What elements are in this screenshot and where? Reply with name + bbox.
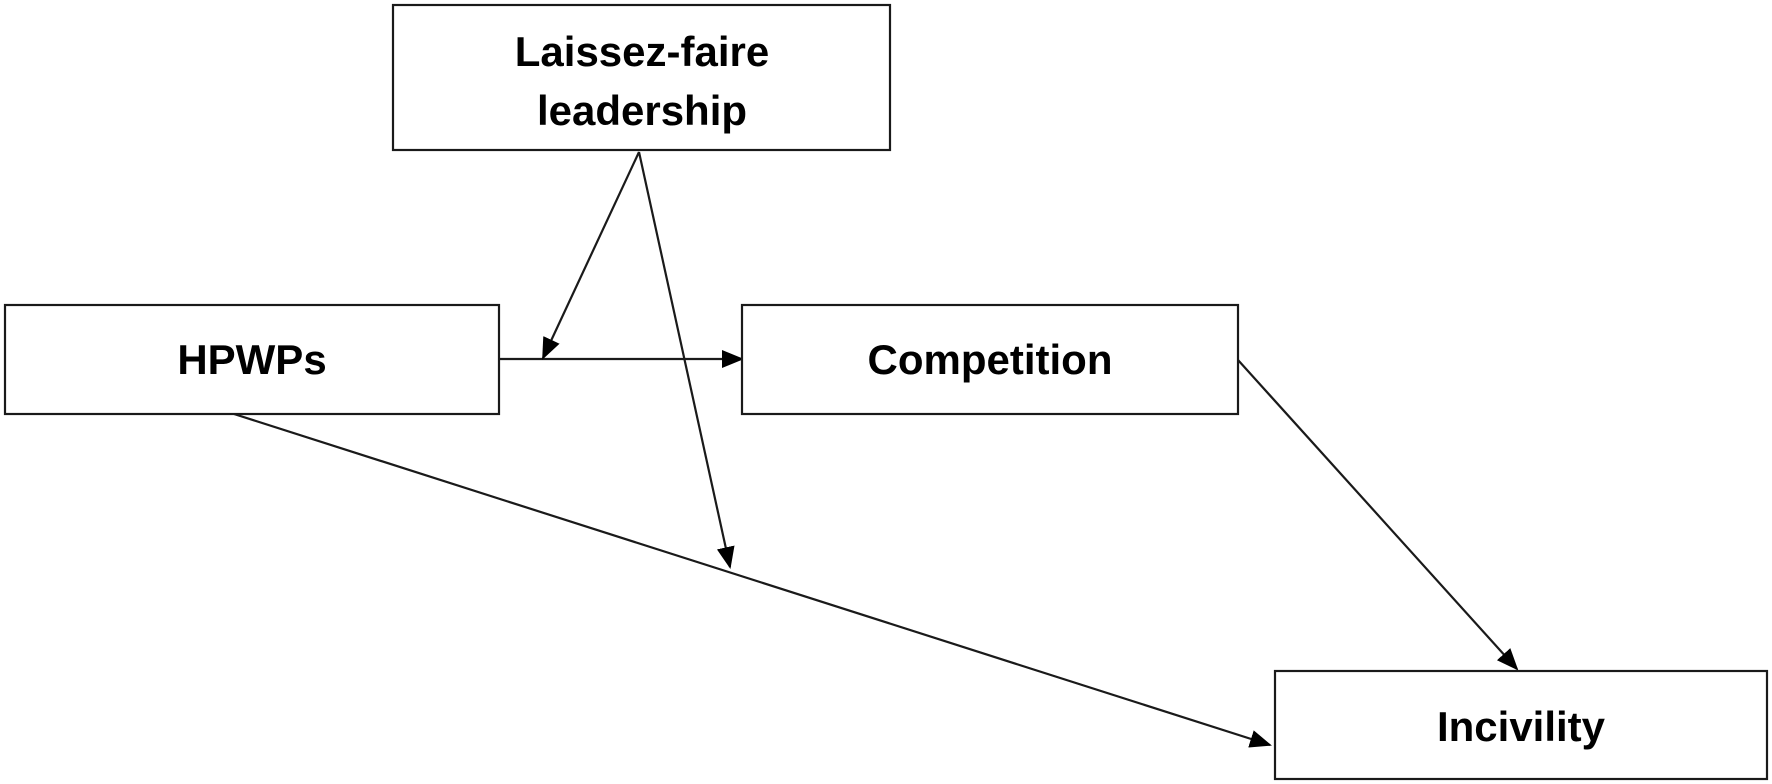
edge-laissez-faire-to-hpwps-competition [542,151,640,360]
node-incivility: Incivility [1273,669,1769,781]
node-box [3,303,501,416]
edge-laissez-faire-to-hpwps-incivility [637,151,735,569]
edge-competition-incivility [1237,359,1519,671]
node-box [740,303,1240,416]
node-hpwps: HPWPs [3,303,501,416]
edge-hpwps-incivility [233,412,1272,748]
node-label: HPWPs [177,336,326,383]
node-label-line2: leadership [537,87,747,134]
node-label: Competition [868,336,1113,383]
node-laissez-faire-leadership: Laissez-faire leadership [391,3,892,152]
node-box [391,3,892,152]
node-box [1273,669,1769,781]
node-label-line1: Laissez-faire [515,28,769,75]
node-label: Incivility [1437,703,1606,750]
node-competition: Competition [740,303,1240,416]
